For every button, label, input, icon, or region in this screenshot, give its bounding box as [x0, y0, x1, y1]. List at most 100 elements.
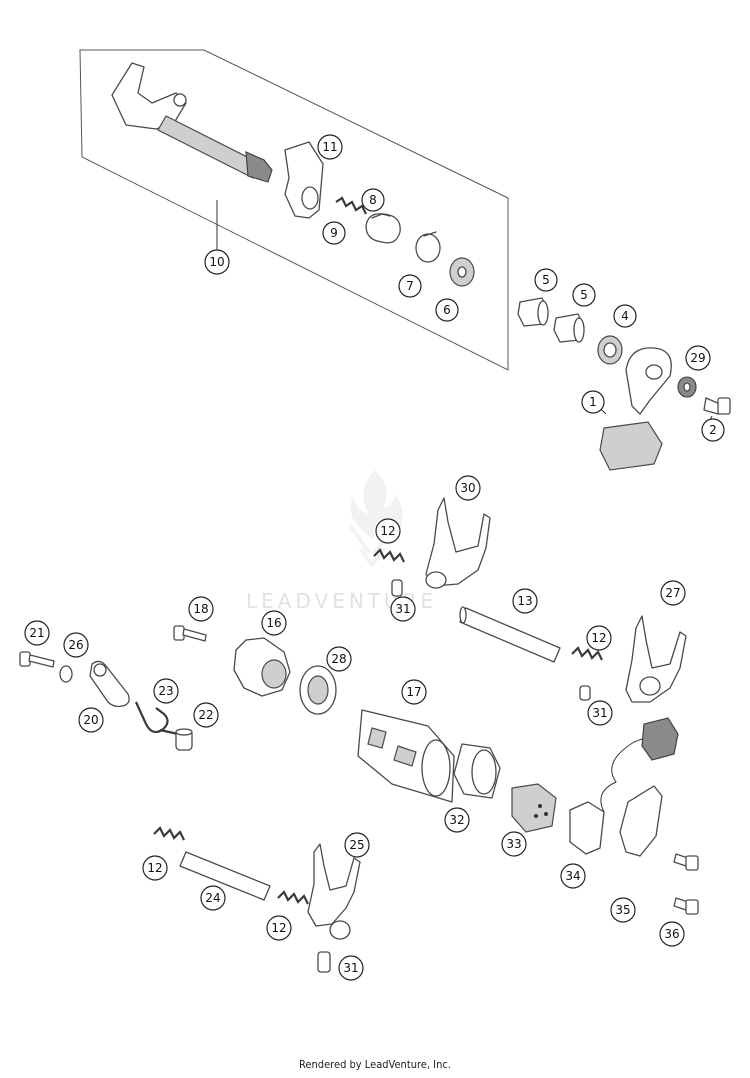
svg-text:21: 21	[29, 626, 44, 640]
part-roller-31a	[391, 579, 403, 597]
callout-28: 28	[326, 646, 352, 672]
svg-text:31: 31	[343, 961, 358, 975]
callout-7: 7	[398, 274, 422, 298]
svg-text:11: 11	[322, 140, 337, 154]
callout-30: 30	[455, 475, 481, 501]
group-box-shift-shaft	[79, 49, 509, 371]
callout-29: 29	[685, 345, 711, 371]
svg-text:34: 34	[565, 869, 580, 883]
part-shift-rail-24	[179, 851, 271, 901]
callout-13: 13	[512, 588, 538, 614]
part-torsion-spring-23	[134, 701, 179, 736]
svg-text:7: 7	[406, 279, 414, 293]
callout-1: 1	[581, 390, 605, 414]
callout-5b: 5	[572, 283, 596, 307]
part-shift-fork-25	[307, 843, 361, 940]
part-washer-26	[59, 665, 73, 683]
callout-12a: 12	[375, 518, 401, 544]
callout-22: 22	[193, 702, 219, 728]
callout-26: 26	[63, 632, 89, 658]
callout-24: 24	[200, 885, 226, 911]
part-bushing-8	[365, 213, 401, 244]
svg-text:31: 31	[395, 602, 410, 616]
part-shift-drum-17	[357, 709, 455, 803]
svg-text:35: 35	[615, 903, 630, 917]
part-screw-21	[19, 651, 55, 668]
callout-12b: 12	[586, 625, 612, 651]
part-washer-6	[449, 257, 475, 287]
svg-text:4: 4	[621, 309, 629, 323]
svg-text:5: 5	[580, 288, 588, 302]
callout-20: 20	[78, 707, 104, 733]
part-shift-plate	[284, 141, 324, 219]
part-screw-36b	[673, 897, 699, 915]
part-shift-shaft	[111, 62, 273, 183]
part-shift-lever	[599, 347, 672, 471]
svg-text:28: 28	[331, 652, 346, 666]
callout-35: 35	[610, 897, 636, 923]
callout-10: 10	[204, 249, 230, 275]
part-spring-12b	[571, 646, 603, 661]
callout-6: 6	[435, 298, 459, 322]
part-washer-29	[677, 376, 697, 398]
part-gear-sensor-34	[569, 717, 679, 855]
part-shift-fork-27	[625, 615, 687, 703]
svg-text:31: 31	[592, 706, 607, 720]
callout-11: 11	[317, 134, 343, 160]
svg-text:1: 1	[589, 395, 597, 409]
callout-31b: 31	[587, 700, 613, 726]
svg-text:25: 25	[349, 838, 364, 852]
part-locking-lever-20	[89, 660, 130, 708]
svg-text:32: 32	[449, 813, 464, 827]
svg-text:23: 23	[158, 684, 173, 698]
svg-text:20: 20	[83, 713, 98, 727]
svg-text:22: 22	[198, 708, 213, 722]
callout-36: 36	[659, 921, 685, 947]
svg-text:12: 12	[147, 861, 162, 875]
part-bearing-28	[299, 665, 337, 715]
svg-text:16: 16	[266, 616, 281, 630]
callout-12d: 12	[266, 915, 292, 941]
callout-23: 23	[153, 678, 179, 704]
svg-text:2: 2	[709, 423, 717, 437]
part-bearing-32	[453, 743, 501, 799]
part-bracket-35	[619, 785, 663, 857]
callout-33: 33	[501, 831, 527, 857]
callout-18: 18	[188, 596, 214, 622]
part-shift-drum-locating-16	[233, 637, 291, 697]
part-roller-31b	[579, 685, 591, 701]
part-circlip-7	[415, 231, 441, 263]
part-shift-rail-13	[459, 606, 561, 663]
part-sensor-33	[511, 783, 557, 833]
callout-34: 34	[560, 863, 586, 889]
svg-text:8: 8	[369, 193, 377, 207]
svg-text:30: 30	[460, 481, 475, 495]
callout-21: 21	[24, 620, 50, 646]
callout-27: 27	[660, 580, 686, 606]
svg-text:12: 12	[591, 631, 606, 645]
svg-text:36: 36	[664, 927, 679, 941]
svg-text:9: 9	[330, 226, 338, 240]
svg-text:13: 13	[517, 594, 532, 608]
part-seal-4	[597, 335, 623, 365]
svg-text:5: 5	[542, 273, 550, 287]
svg-text:10: 10	[209, 255, 224, 269]
svg-text:29: 29	[690, 351, 705, 365]
svg-text:6: 6	[443, 303, 451, 317]
svg-text:24: 24	[205, 891, 220, 905]
part-spring-9	[335, 196, 367, 215]
part-screw-18	[173, 625, 207, 642]
callout-9: 9	[322, 221, 346, 245]
callout-4: 4	[613, 304, 637, 328]
callout-16: 16	[261, 610, 287, 636]
svg-text:27: 27	[665, 586, 680, 600]
callout-25: 25	[344, 832, 370, 858]
callout-8: 8	[361, 188, 385, 212]
svg-text:12: 12	[271, 921, 286, 935]
part-needle-bearing-5a	[517, 297, 549, 327]
callout-31a: 31	[390, 596, 416, 622]
part-sleeve-22	[175, 728, 193, 751]
svg-text:17: 17	[406, 685, 421, 699]
callout-12c: 12	[142, 855, 168, 881]
